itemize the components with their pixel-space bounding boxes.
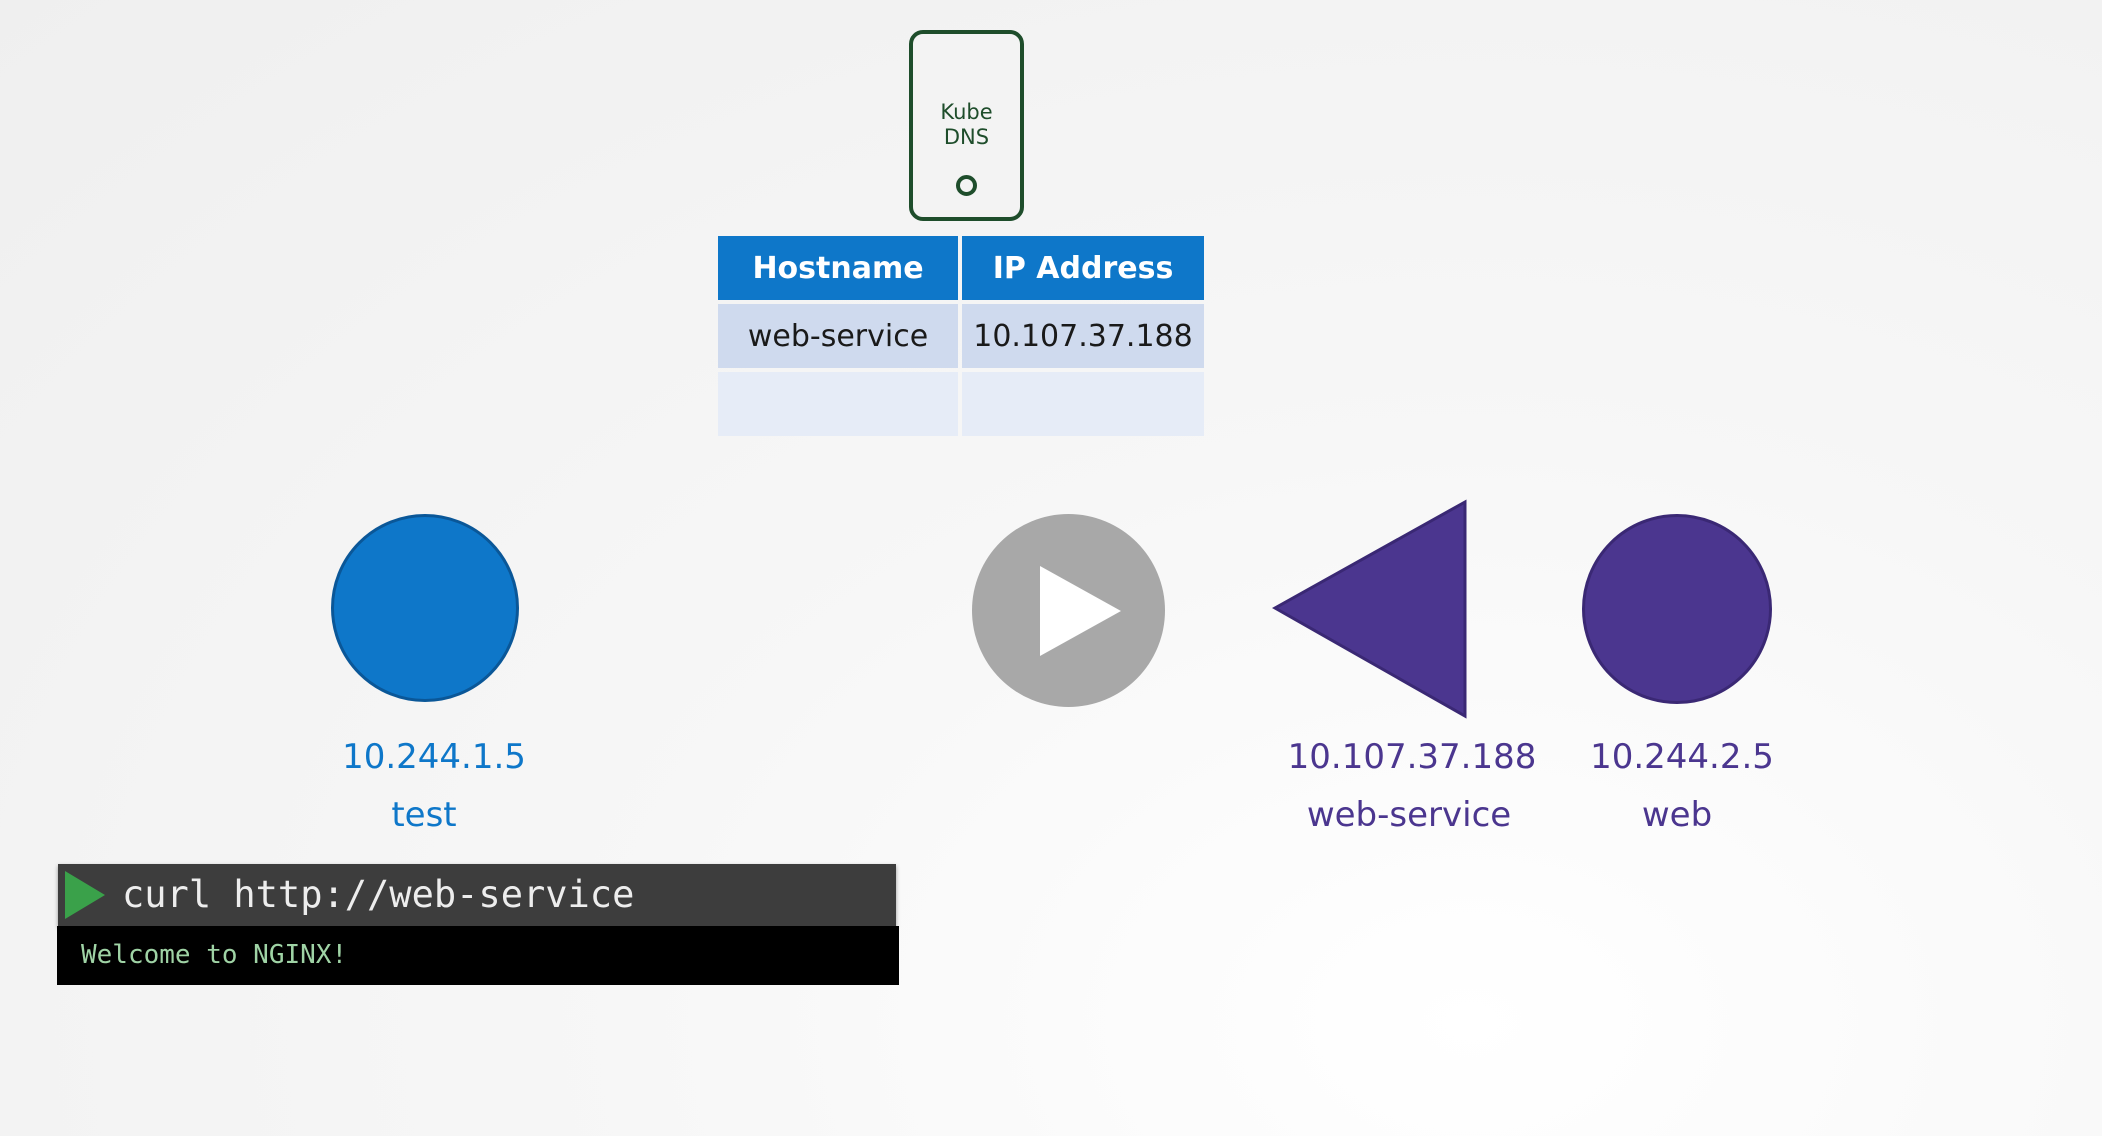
pod-port-icon (956, 175, 977, 196)
kube-dns-label: Kube DNS (913, 100, 1020, 150)
table-row: web-service 10.107.37.188 (718, 304, 1204, 368)
table-cell-hostname: web-service (718, 304, 958, 368)
kube-dns-label-line2: DNS (943, 125, 990, 149)
test-pod-ip: 10.244.1.5 (342, 737, 526, 777)
test-pod-circle-icon (331, 514, 519, 702)
web-service-name: web-service (1306, 795, 1512, 835)
web-pod-name: web (1641, 795, 1713, 835)
terminal-output: Welcome to NGINX! (57, 926, 899, 985)
table-cell-ip (962, 372, 1204, 436)
web-pod-ip: 10.244.2.5 (1590, 737, 1774, 777)
table-header-hostname: Hostname (718, 236, 958, 300)
table-header-ip-address: IP Address (962, 236, 1204, 300)
terminal-prompt-arrow-icon (65, 871, 105, 919)
service-triangle-icon (1272, 499, 1467, 719)
dns-records-table: Hostname IP Address web-service 10.107.3… (714, 232, 1208, 440)
play-icon (1040, 566, 1121, 656)
table-cell-hostname (718, 372, 958, 436)
terminal-output-text: Welcome to NGINX! (81, 940, 348, 970)
test-pod-name: test (391, 795, 457, 835)
table-row (718, 372, 1204, 436)
terminal-command-bar: curl http://web-service (58, 864, 896, 926)
web-service-ip: 10.107.37.188 (1287, 737, 1537, 777)
kube-dns-pod: Kube DNS (909, 30, 1024, 221)
table-cell-ip: 10.107.37.188 (962, 304, 1204, 368)
web-pod-circle-icon (1582, 514, 1772, 704)
table-header-row: Hostname IP Address (718, 236, 1204, 300)
play-button[interactable] (972, 514, 1165, 707)
terminal-command: curl http://web-service (122, 873, 635, 916)
kube-dns-label-line1: Kube (940, 100, 993, 124)
